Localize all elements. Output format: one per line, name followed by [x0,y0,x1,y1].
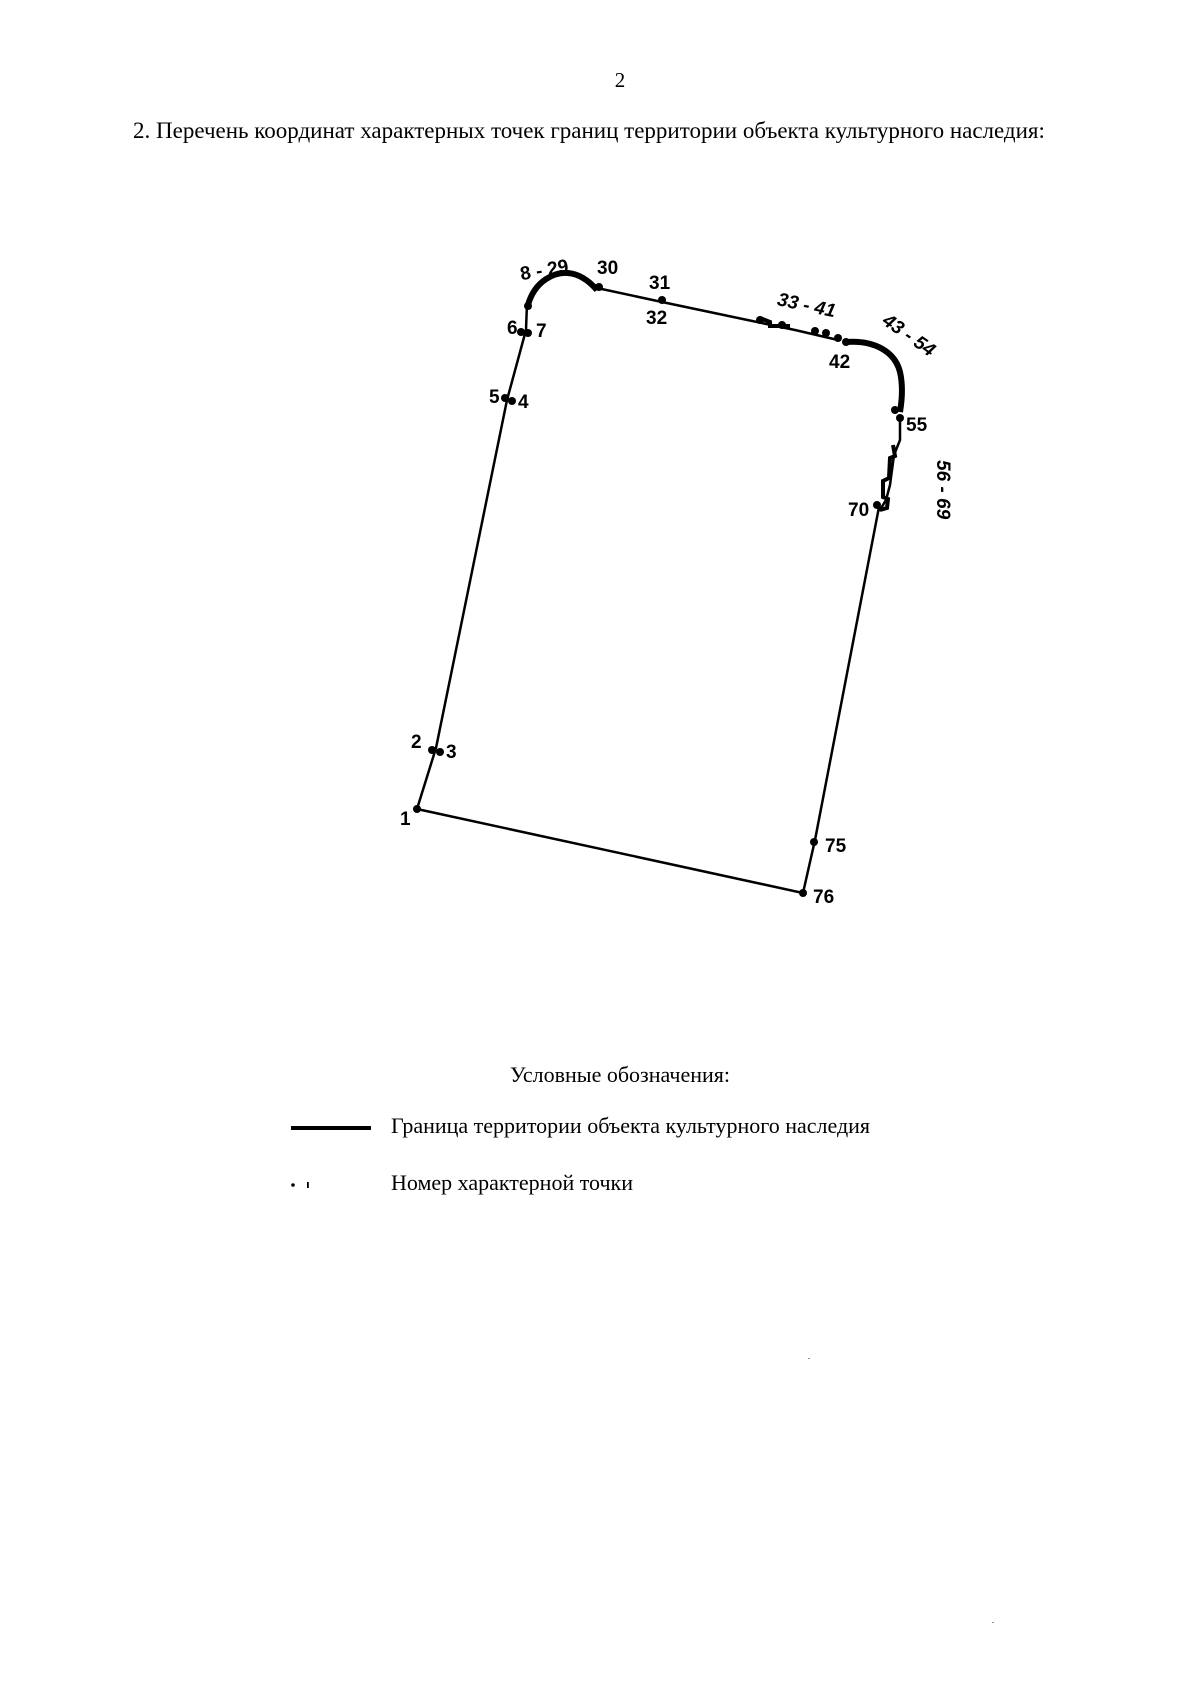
boundary-steps-56-69 [879,444,898,512]
point-marker [891,406,899,414]
document-heading: 2. Перечень координат характерных точек … [133,118,1045,143]
point-marker [595,283,603,291]
point-marker [524,302,532,310]
point-marker [822,329,830,337]
point-label: 33 - 41 [775,289,837,322]
point-marker [778,321,786,329]
boundary-arc-8-29 [525,269,600,306]
point-label: 31 [649,273,671,294]
point-label: 75 [825,836,847,857]
point-marker [842,338,850,346]
boundary-plan: 1 2 3 4 5 6 7 8 - 29 30 31 32 33 - 41 42… [400,256,953,908]
point-label: 56 - 69 [932,460,953,520]
point-marker [799,889,807,897]
point-marker [811,327,819,335]
point-label: 4 [518,392,529,413]
point-marker [896,414,904,422]
point-label: 1 [400,809,411,830]
point-marker [524,329,532,337]
boundary-arc-43-54 [845,338,905,413]
legend-title: Условные обозначения: [509,1062,731,1087]
point-marker [873,501,881,509]
point-label: 30 [597,258,618,279]
scan-speck [992,1622,994,1623]
boundary-line [415,286,902,895]
point-label: 6 [507,318,518,339]
point-marker [436,748,444,756]
point-marker [810,838,818,846]
legend-point-label: Номер характерной точки [391,1170,633,1195]
point-marker [508,397,516,405]
point-marker [413,805,421,813]
point-label: 3 [446,742,457,763]
point-label: 70 [848,500,869,521]
point-marker [517,328,525,336]
point-label: 42 [829,352,850,373]
point-label: 5 [489,387,500,408]
legend-point-symbol [291,1182,309,1188]
point-label: 32 [646,308,667,329]
point-label: 8 - 29 [519,256,571,285]
point-marker [834,334,842,342]
point-label: 76 [813,887,834,908]
point-label: 7 [536,321,547,342]
point-marker [658,296,666,304]
point-marker [428,746,436,754]
legend-boundary-symbol [291,1126,371,1130]
scan-speck [808,1358,810,1359]
page-number: 2 [614,68,626,92]
point-label: 55 [906,415,928,436]
legend-boundary-label: Граница территории объекта культурного н… [391,1113,871,1138]
point-marker [756,316,764,324]
point-marker [501,394,509,402]
point-label: 2 [411,732,422,753]
